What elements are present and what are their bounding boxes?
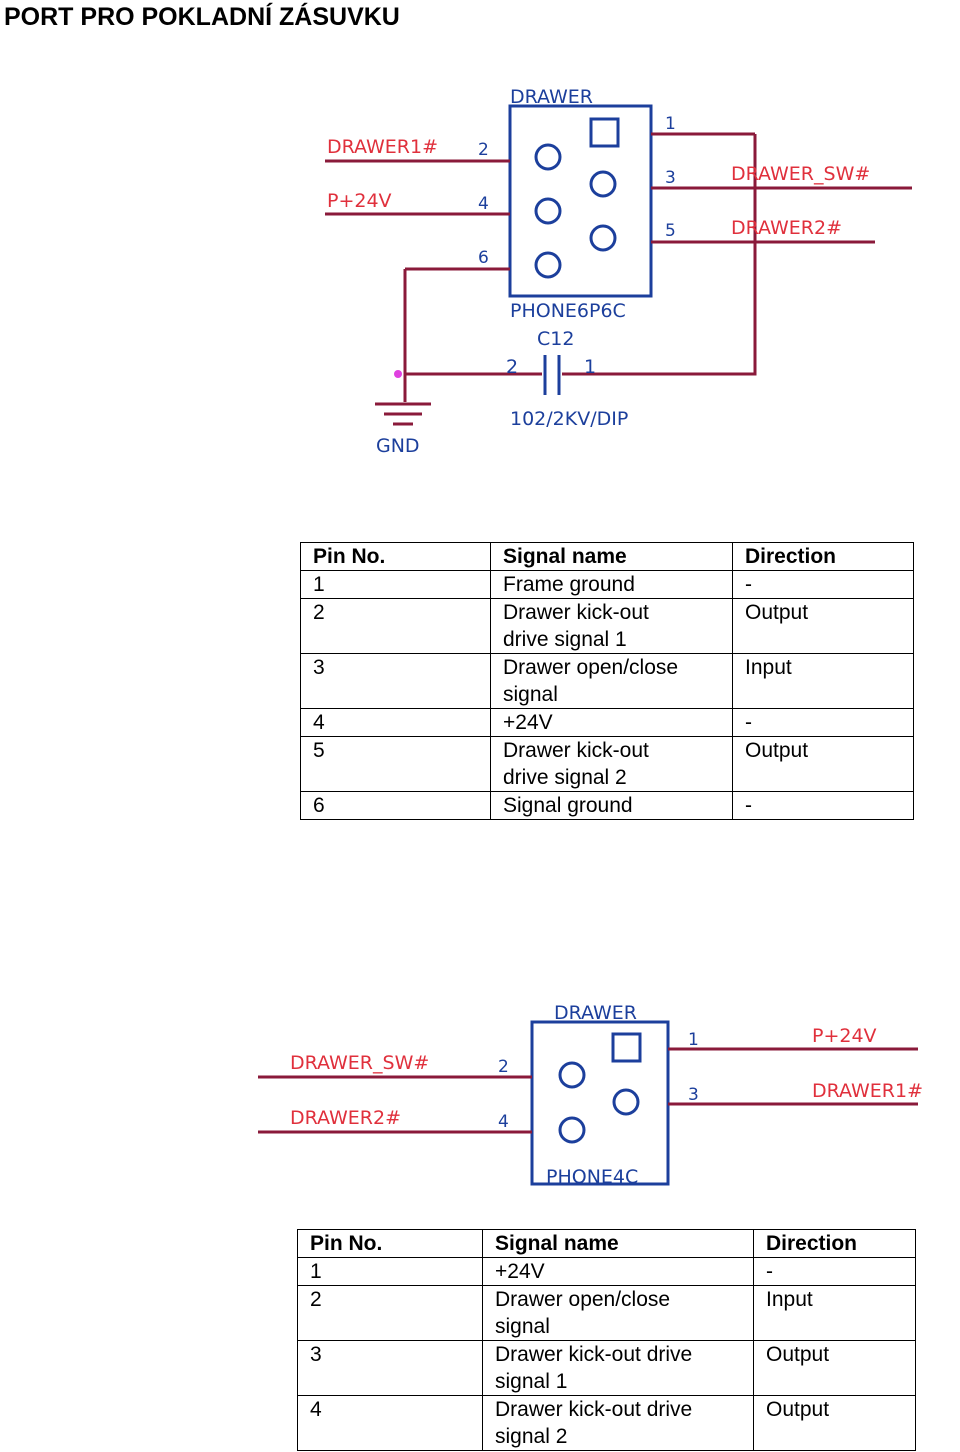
- net-label-drawer-sw: DRAWER_SW#: [731, 163, 870, 185]
- cell-direction: Output: [753, 1340, 916, 1396]
- cell-pin: 3: [300, 653, 491, 709]
- cell-pin: 2: [300, 598, 491, 654]
- gnd-label: GND: [376, 435, 420, 457]
- cap-pin-right: 1: [584, 356, 596, 378]
- cell-direction: -: [753, 1257, 916, 1286]
- cell-pin: 1: [297, 1257, 483, 1286]
- page-title: PORT PRO POKLADNÍ ZÁSUVKU: [4, 3, 400, 31]
- ground-symbol: [375, 402, 431, 426]
- pin-number-2: 2: [498, 1057, 509, 1077]
- header-pin: Pin No.: [297, 1229, 483, 1258]
- pin-number-4: 4: [478, 194, 489, 214]
- pin-number-6: 6: [478, 248, 489, 268]
- net-label-p24v: P+24V: [812, 1025, 877, 1047]
- table-row: 1 Frame ground -: [300, 570, 914, 599]
- cell-signal: +24V: [482, 1257, 754, 1286]
- cell-signal: +24V: [490, 708, 733, 737]
- cell-pin: 5: [300, 736, 491, 792]
- cell-direction: Output: [753, 1395, 916, 1451]
- header-pin: Pin No.: [300, 542, 491, 571]
- pin4-pad: [558, 1116, 586, 1144]
- cell-direction: Output: [732, 736, 914, 792]
- cell-pin: 2: [297, 1285, 483, 1341]
- cell-signal: Frame ground: [490, 570, 733, 599]
- net-label-drawer-sw: DRAWER_SW#: [290, 1052, 429, 1074]
- cell-direction: Input: [732, 653, 914, 709]
- pin-number-5: 5: [665, 221, 676, 241]
- cap-pin-left: 2: [506, 356, 518, 378]
- cell-pin: 3: [297, 1340, 483, 1396]
- pin2-pad: [558, 1061, 586, 1089]
- cell-direction: -: [732, 570, 914, 599]
- cell-direction: -: [732, 791, 914, 820]
- connector-body: [508, 104, 653, 298]
- pin-number-3: 3: [688, 1085, 699, 1105]
- pin1-square-pad: [589, 117, 620, 148]
- net-label-drawer1: DRAWER1#: [327, 136, 438, 158]
- schematic-phone4c: DRAWER PHONE4C 1 2 3 4 DRAWER_SW# DRAWER…: [258, 1002, 923, 1188]
- cell-direction: -: [732, 708, 914, 737]
- pin-number-3: 3: [665, 168, 676, 188]
- header-signal: Signal name: [482, 1229, 754, 1258]
- connector-model: PHONE6P6C: [510, 300, 626, 322]
- table-row: 1 +24V -: [297, 1257, 916, 1286]
- table-row: 6 Signal ground -: [300, 791, 914, 820]
- pin-number-1: 1: [688, 1030, 699, 1050]
- table-row: 4 +24V -: [300, 708, 914, 737]
- connector-title: DRAWER: [510, 86, 593, 108]
- connector-title: DRAWER: [554, 1002, 637, 1024]
- table-header-row: Pin No. Signal name Direction: [297, 1229, 916, 1258]
- pin5-pad: [589, 224, 617, 252]
- cell-pin: 1: [300, 570, 491, 599]
- net-label-p24v: P+24V: [327, 190, 392, 212]
- header-direction: Direction: [753, 1229, 916, 1258]
- net-label-drawer1: DRAWER1#: [812, 1080, 923, 1102]
- connector-body: [530, 1020, 670, 1186]
- header-signal: Signal name: [490, 542, 733, 571]
- pin-number-4: 4: [498, 1112, 509, 1132]
- pin-number-2: 2: [478, 140, 489, 160]
- pin3-pad: [612, 1088, 640, 1116]
- cell-pin: 4: [297, 1395, 483, 1451]
- cell-pin: 6: [300, 791, 491, 820]
- cap-ref: C12: [537, 328, 574, 350]
- junction-dot: [394, 370, 402, 378]
- table-header-row: Pin No. Signal name Direction: [300, 542, 914, 571]
- pin4-pad: [534, 197, 562, 225]
- cap-value: 102/2KV/DIP: [510, 408, 628, 430]
- cell-pin: 4: [300, 708, 491, 737]
- connector-model: PHONE4C: [546, 1166, 638, 1188]
- pin-table-phone4c: Pin No. Signal name Direction 1 +24V - 2…: [297, 1229, 916, 1451]
- pin-table-phone6p6c: Pin No. Signal name Direction 1 Frame gr…: [300, 542, 914, 820]
- header-direction: Direction: [732, 542, 914, 571]
- cell-signal: Signal ground: [490, 791, 733, 820]
- pin6-pad: [534, 251, 562, 279]
- pin3-pad: [589, 170, 617, 198]
- pin-number-1: 1: [665, 114, 676, 134]
- cell-direction: Input: [753, 1285, 916, 1341]
- pin1-square-pad: [611, 1032, 642, 1063]
- pin2-pad: [534, 143, 562, 171]
- net-label-drawer2: DRAWER2#: [731, 217, 842, 239]
- net-label-drawer2: DRAWER2#: [290, 1107, 401, 1129]
- schematic-phone6p6c: DRAWER PHONE6P6C C12 2 1 102/2KV/DIP GND…: [325, 86, 912, 457]
- cell-direction: Output: [732, 598, 914, 654]
